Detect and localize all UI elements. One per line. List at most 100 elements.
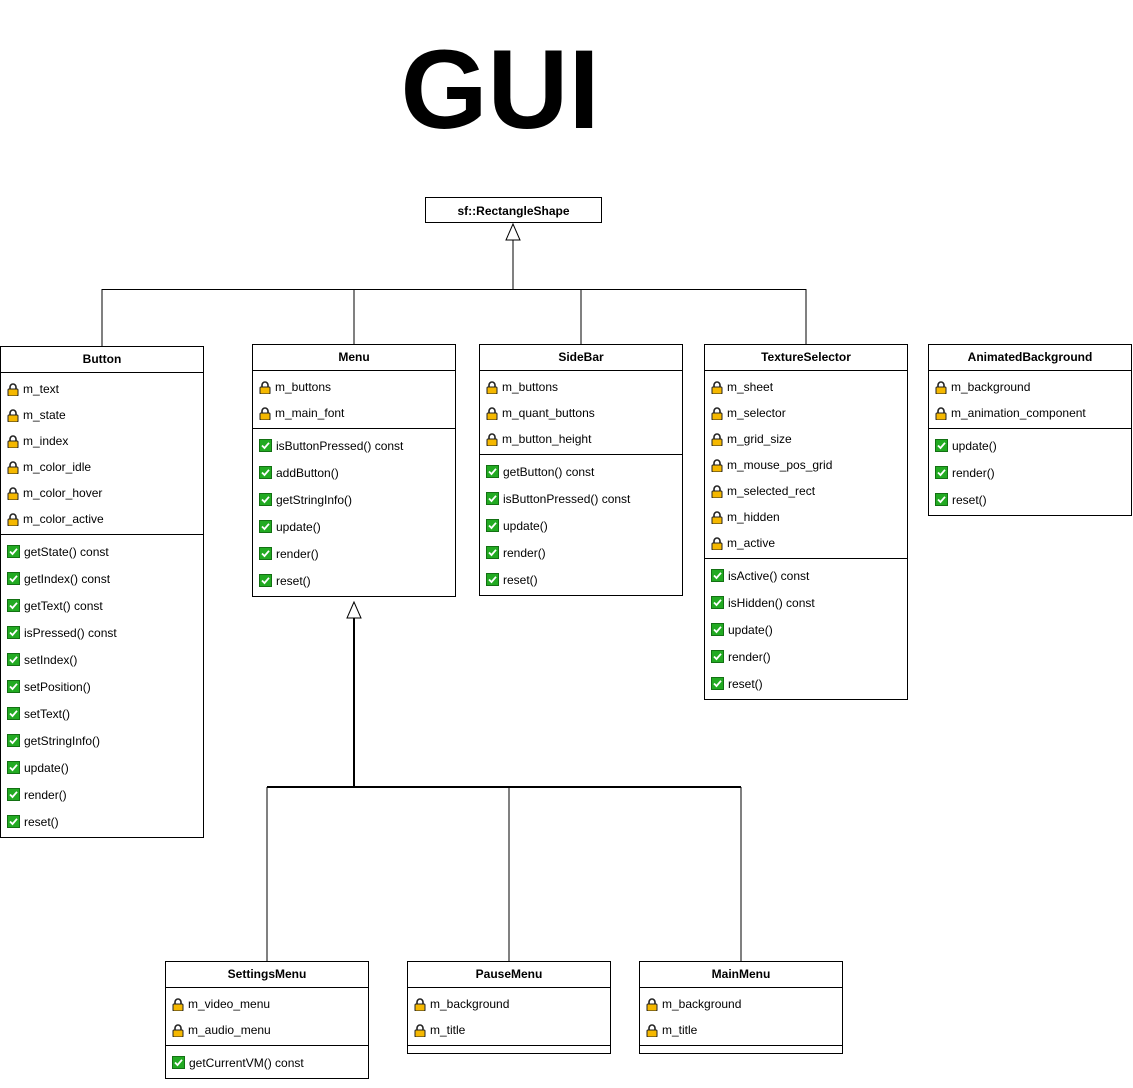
attribute-label: m_video_menu — [188, 997, 271, 1011]
methods-section — [408, 1045, 610, 1053]
method-row: isActive() const — [705, 562, 907, 589]
check-icon — [486, 519, 499, 532]
lock-icon — [486, 432, 498, 446]
check-icon — [259, 466, 272, 479]
attribute-label: m_audio_menu — [188, 1023, 271, 1037]
attribute-label: m_color_idle — [23, 460, 92, 474]
check-icon — [935, 493, 948, 506]
method-label: render() — [503, 545, 546, 560]
class-name: MainMenu — [640, 962, 842, 988]
lock-icon — [172, 997, 184, 1011]
methods-section — [640, 1045, 842, 1053]
attribute-label: m_main_font — [275, 406, 345, 420]
method-label: addButton() — [276, 465, 339, 480]
attribute-label: m_button_height — [502, 432, 592, 446]
method-label: reset() — [24, 814, 59, 829]
method-row: getIndex() const — [1, 565, 203, 592]
methods-section: update() render() reset() — [929, 428, 1131, 515]
lock-icon — [711, 458, 723, 472]
lock-icon — [646, 1023, 658, 1037]
lock-icon — [7, 486, 19, 500]
attribute-label: m_buttons — [275, 380, 332, 394]
attribute-label: m_quant_buttons — [502, 406, 595, 420]
method-label: update() — [503, 518, 548, 533]
method-row: getCurrentVM() const — [166, 1049, 368, 1076]
check-icon — [711, 596, 724, 609]
attribute-row: m_state — [1, 402, 203, 428]
attribute-row: m_index — [1, 428, 203, 454]
lock-icon — [711, 380, 723, 394]
attribute-row: m_buttons — [480, 374, 682, 400]
method-row: setIndex() — [1, 646, 203, 673]
attribute-label: m_sheet — [727, 380, 774, 394]
attribute-row: m_text — [1, 376, 203, 402]
lock-icon — [172, 1023, 184, 1037]
attributes-section: m_buttons m_main_font — [253, 371, 455, 428]
class-name: TextureSelector — [705, 345, 907, 371]
method-row: getStringInfo() — [253, 486, 455, 513]
method-row: getStringInfo() — [1, 727, 203, 754]
method-row: update() — [1, 754, 203, 781]
lock-icon — [7, 434, 19, 448]
method-row: render() — [705, 643, 907, 670]
method-label: render() — [728, 649, 771, 664]
class-name: SettingsMenu — [166, 962, 368, 988]
check-icon — [486, 465, 499, 478]
class-name: Menu — [253, 345, 455, 371]
class-sf-rectangleshape: sf::RectangleShape — [425, 197, 602, 223]
attribute-label: m_color_hover — [23, 486, 103, 500]
method-label: update() — [952, 438, 997, 453]
method-row: reset() — [929, 486, 1131, 513]
class-name: SideBar — [480, 345, 682, 371]
attribute-row: m_sheet — [705, 374, 907, 400]
attribute-row: m_title — [640, 1017, 842, 1043]
method-row: getState() const — [1, 538, 203, 565]
method-label: render() — [952, 465, 995, 480]
attribute-row: m_hidden — [705, 504, 907, 530]
attribute-row: m_mouse_pos_grid — [705, 452, 907, 478]
attribute-row: m_selector — [705, 400, 907, 426]
method-row: update() — [480, 512, 682, 539]
method-row: render() — [929, 459, 1131, 486]
check-icon — [172, 1056, 185, 1069]
check-icon — [7, 545, 20, 558]
lock-icon — [414, 997, 426, 1011]
method-label: setText() — [24, 706, 71, 721]
attribute-row: m_button_height — [480, 426, 682, 452]
check-icon — [7, 707, 20, 720]
class-sidebar: SideBar m_buttons m_quant_buttons m_button_… — [479, 344, 683, 596]
method-row: render() — [253, 540, 455, 567]
attribute-row: m_grid_size — [705, 426, 907, 452]
attribute-label: m_background — [430, 997, 510, 1011]
lock-icon — [711, 510, 723, 524]
method-row: update() — [253, 513, 455, 540]
check-icon — [711, 677, 724, 690]
attribute-row: m_buttons — [253, 374, 455, 400]
attribute-label: m_hidden — [727, 510, 780, 524]
method-row: reset() — [1, 808, 203, 835]
method-label: reset() — [952, 492, 987, 507]
attribute-label: m_mouse_pos_grid — [727, 458, 833, 472]
check-icon — [7, 626, 20, 639]
class-name: PauseMenu — [408, 962, 610, 988]
method-label: update() — [728, 622, 773, 637]
method-row: reset() — [705, 670, 907, 697]
attribute-row: m_title — [408, 1017, 610, 1043]
lock-icon — [711, 536, 723, 550]
attribute-row: m_color_active — [1, 506, 203, 532]
attributes-section: m_text m_state m_index m_color_idle m_color_… — [1, 373, 203, 534]
method-row: isButtonPressed() const — [253, 432, 455, 459]
attribute-label: m_state — [23, 408, 66, 422]
methods-section: getCurrentVM() const — [166, 1045, 368, 1078]
method-row: update() — [929, 432, 1131, 459]
method-row: reset() — [253, 567, 455, 594]
lock-icon — [7, 408, 19, 422]
method-label: getCurrentVM() const — [189, 1055, 304, 1070]
attribute-label: m_index — [23, 434, 69, 448]
lock-icon — [486, 380, 498, 394]
